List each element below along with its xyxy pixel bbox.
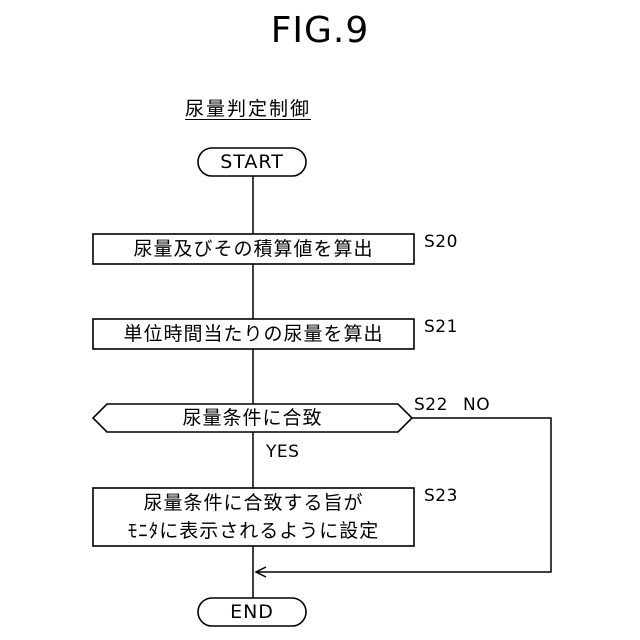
- s21-text: 単位時間当たりの尿量を算出: [93, 319, 414, 349]
- s23-text-line2: ﾓﾆﾀに表示されるように設定: [93, 517, 414, 545]
- end-label: END: [198, 598, 306, 626]
- diagram-heading: 尿量判定制御: [185, 94, 311, 121]
- step-label-s21: S21: [424, 317, 458, 337]
- branch-label-yes: YES: [266, 442, 299, 462]
- step-label-s23: S23: [424, 486, 458, 506]
- branch-label-no: NO: [463, 395, 490, 415]
- start-label: START: [198, 148, 306, 176]
- figure-title: FIG.9: [0, 10, 640, 51]
- step-label-s22: S22: [414, 395, 448, 415]
- s20-text: 尿量及びその積算値を算出: [93, 234, 414, 264]
- s22-text: 尿量条件に合致: [93, 404, 412, 432]
- s23-text-line1: 尿量条件に合致する旨が: [93, 489, 414, 517]
- step-label-s20: S20: [424, 232, 458, 252]
